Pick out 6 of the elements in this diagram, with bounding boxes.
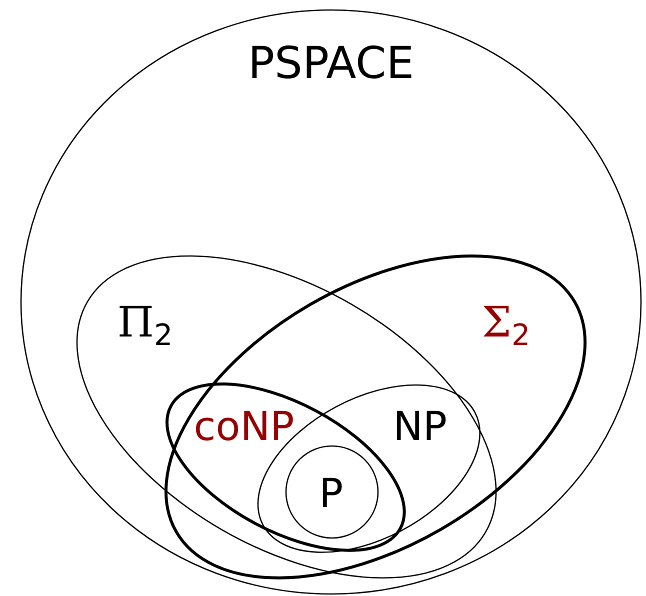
set-label: NP xyxy=(392,406,447,447)
set-label: Σ$_{2}$ xyxy=(482,301,530,351)
set-label: Π$_{2}$ xyxy=(117,301,173,351)
set-label: PSPACE xyxy=(248,42,414,86)
set-label: P xyxy=(318,474,344,514)
set-label: coNP xyxy=(194,406,294,447)
